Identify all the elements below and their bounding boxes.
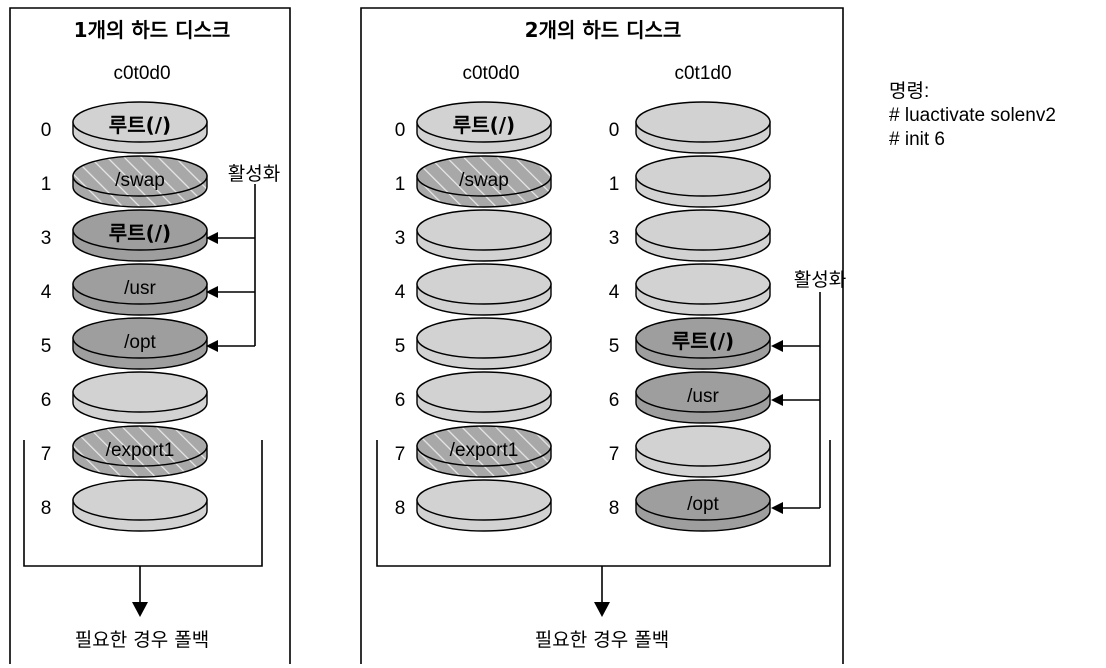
slice-index: 6 [41,390,52,411]
slice-4 [416,263,552,316]
slice-6 [635,371,771,424]
activate-label-2: 활성화 [794,269,846,291]
fallback-label-2: 필요한 경우 폴백 [535,629,669,651]
slice-8 [72,479,208,532]
slice-0 [635,101,771,154]
activation-connector-1 [213,184,256,347]
slice-label: /swap [115,170,165,191]
slice-index: 3 [41,228,52,249]
slice-label: 루트(/) [109,221,171,245]
slice-label: /opt [124,332,156,353]
slice-3 [635,209,771,262]
disk-name-p2-c0t1d0: c0t1d0 [674,63,731,84]
slice-index: 0 [41,120,52,141]
activation-connector-2 [778,292,821,509]
slice-6 [72,371,208,424]
slice-index: 5 [395,336,406,357]
slice-index: 5 [41,336,52,357]
slice-index: 4 [609,282,620,303]
activation-arrowheads-1 [206,232,218,352]
slice-index: 6 [395,390,406,411]
slice-index: 1 [609,174,620,195]
slice-4 [635,263,771,316]
slice-index: 0 [609,120,620,141]
fallback-arrowhead-1 [132,602,148,617]
slice-index: 6 [609,390,620,411]
slice-index: 8 [41,498,52,519]
slice-index: 7 [395,444,406,465]
slice-7 [635,425,771,478]
slice-1 [635,155,771,208]
slice-index: 1 [41,174,52,195]
fallback-bracket-2 [376,440,831,608]
disk-name-p2-c0t0d0: c0t0d0 [462,63,519,84]
slice-index: 3 [609,228,620,249]
slice-label: /usr [687,386,719,407]
slice-index: 0 [395,120,406,141]
slice-5 [72,317,208,370]
disk-name-p1-c0t0d0: c0t0d0 [113,63,170,84]
slice-index: 3 [395,228,406,249]
slice-label: 루트(/) [109,113,171,137]
slice-0 [416,101,552,154]
slice-0 [72,101,208,154]
slice-stack-panel2-c0t1d0: 0 1 3 4 5 루트(/) 6/usr 7 8/opt [609,101,771,532]
slice-label: /export1 [106,440,175,461]
fallback-arrowhead-2 [594,602,610,617]
slice-index: 7 [41,444,52,465]
slice-label: 루트(/) [453,113,515,137]
slice-index: 4 [41,282,52,303]
slice-7 [72,425,208,478]
slice-stack-panel2-c0t0d0: 0 루트(/) 1/swap 3 4 5 6 7/export1 8 [395,101,552,532]
slice-label: /export1 [450,440,519,461]
command-heading: 명령: [889,81,930,102]
slice-6 [416,371,552,424]
fallback-bracket-1 [23,440,263,608]
slice-8 [635,479,771,532]
panel-title-1: 1개의 하드 디스크 [74,18,231,42]
slice-label: /usr [124,278,156,299]
slice-7 [416,425,552,478]
slice-3 [72,209,208,262]
command-luactivate: # luactivate solenv2 [889,105,1056,126]
slice-5 [635,317,771,370]
slice-4 [72,263,208,316]
slice-label: 루트(/) [672,329,734,353]
slice-label: /opt [687,494,719,515]
slice-5 [416,317,552,370]
command-init: # init 6 [889,129,945,150]
slice-index: 1 [395,174,406,195]
slice-1 [72,155,208,208]
panel-frame-1 [9,7,291,664]
slice-index: 5 [609,336,620,357]
activate-label-1: 활성화 [228,163,280,185]
slice-8 [416,479,552,532]
activation-arrowheads-2 [771,340,783,514]
slice-index: 7 [609,444,620,465]
panel-frame-2 [360,7,844,664]
slice-1 [416,155,552,208]
slice-label: /swap [459,170,509,191]
slice-index: 8 [395,498,406,519]
panel-title-2: 2개의 하드 디스크 [525,18,682,42]
slice-index: 8 [609,498,620,519]
slice-stack-panel1-c0t0d0: 0 루트(/) 1/swap 3 루트(/) 4/usr 5/opt 6 7/export1 8 [41,101,208,532]
slice-3 [416,209,552,262]
slice-index: 4 [395,282,406,303]
fallback-label-1: 필요한 경우 폴백 [75,629,209,651]
